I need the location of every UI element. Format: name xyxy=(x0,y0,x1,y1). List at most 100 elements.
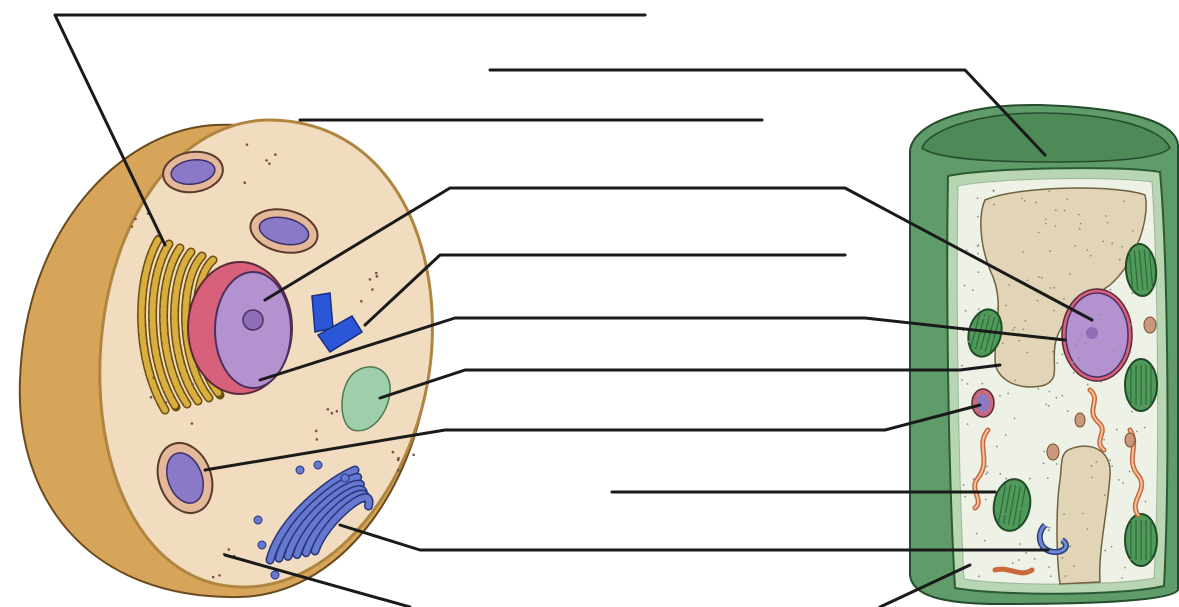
cytoplasm-dot xyxy=(1121,577,1123,579)
label-line-5 xyxy=(365,255,845,325)
golgi-vesicle xyxy=(314,461,322,469)
golgi-vesicle xyxy=(258,541,266,549)
ribosome-dot xyxy=(156,235,159,238)
cytoplasm-dot xyxy=(1143,390,1145,392)
ribosome-dot xyxy=(212,576,215,579)
ribosome-dot xyxy=(315,430,318,433)
cytoplasm-dot xyxy=(1077,339,1079,341)
cytoplasm-dot xyxy=(1053,310,1055,312)
cytoplasm-dot xyxy=(1091,465,1093,467)
cytoplasm-dot xyxy=(1086,249,1088,251)
cytoplasm-dot xyxy=(1049,527,1051,529)
cytoplasm-dot xyxy=(964,285,966,287)
cytoplasm-dot xyxy=(977,253,979,255)
cytoplasm-dot xyxy=(1073,447,1075,449)
cytoplasm-dot xyxy=(1005,305,1007,307)
ribosome-dot xyxy=(131,225,134,228)
cytoplasm-dot xyxy=(1038,276,1040,278)
cytoplasm-dot xyxy=(1050,575,1052,577)
ribosome-dot xyxy=(327,408,330,411)
cytoplasm-dot xyxy=(1144,530,1146,532)
cytoplasm-dot xyxy=(1103,439,1105,441)
ribosome-dot xyxy=(268,162,271,165)
cytoplasm-dot xyxy=(1055,397,1057,399)
cytoplasm-dot xyxy=(1131,411,1133,413)
cytoplasm-dot xyxy=(1133,459,1135,461)
ribosome-dot xyxy=(397,469,400,472)
cytoplasm-dot xyxy=(1073,565,1075,567)
cytoplasm-dot xyxy=(967,423,969,425)
cytoplasm-dot xyxy=(1014,380,1016,382)
cytoplasm-dot xyxy=(961,379,963,381)
cytoplasm-dot xyxy=(1129,351,1131,353)
cytoplasm-dot xyxy=(1119,259,1121,261)
cytoplasm-dot xyxy=(1014,327,1016,329)
cytoplasm-dot xyxy=(1023,329,1025,331)
cytoplasm-dot xyxy=(1072,361,1074,363)
cytoplasm-dot xyxy=(1104,494,1106,496)
ribosome-dot xyxy=(274,153,277,156)
cytoplasm-dot xyxy=(1048,566,1050,568)
cytoplasm-dot xyxy=(1053,287,1055,289)
cytoplasm-dot xyxy=(971,326,973,328)
cytoplasm-dot xyxy=(1019,543,1021,545)
ribosome-dot xyxy=(331,412,334,415)
ribosome-dot xyxy=(375,272,378,275)
cytoplasm-dot xyxy=(1048,191,1050,193)
cytoplasm-dot xyxy=(1034,558,1036,560)
ribosome-dot xyxy=(360,300,363,303)
ribosome-dot xyxy=(134,218,137,221)
cytoplasm-dot xyxy=(1008,284,1010,286)
cytoplasm-dot xyxy=(1123,200,1125,202)
cytoplasm-dot xyxy=(1018,340,1020,342)
cytoplasm-dot xyxy=(978,327,980,329)
cytoplasm-dot xyxy=(1079,228,1081,230)
cytoplasm-dot xyxy=(1048,405,1050,407)
cytoplasm-dot xyxy=(972,289,974,291)
cytoplasm-dot xyxy=(1018,559,1020,561)
animal-cell xyxy=(20,120,433,597)
cytoplasm-dot xyxy=(996,446,998,448)
cytoplasm-dot xyxy=(1057,362,1059,364)
cytoplasm-dot xyxy=(1130,323,1132,325)
cytoplasm-dot xyxy=(1110,289,1112,291)
cytoplasm-dot xyxy=(965,310,967,312)
ribosome-dot xyxy=(265,159,268,162)
cytoplasm-dot xyxy=(993,190,995,192)
cytoplasm-dot xyxy=(985,473,987,475)
cytoplasm-dot xyxy=(978,575,980,577)
ribosome-dot xyxy=(153,376,156,379)
cytoplasm-dot xyxy=(1138,278,1140,280)
cytoplasm-dot xyxy=(1075,343,1077,345)
cytoplasm-dot xyxy=(1114,350,1116,352)
cytoplasm-dot xyxy=(1082,513,1084,515)
cytoplasm-dot xyxy=(1045,219,1047,221)
cytoplasm-dot xyxy=(977,245,979,247)
cytoplasm-dot xyxy=(1027,279,1029,281)
cytoplasm-dot xyxy=(1064,210,1066,212)
cytoplasm-dot xyxy=(1035,202,1037,204)
cytoplasm-dot xyxy=(978,308,980,310)
cytoplasm-dot xyxy=(1049,391,1051,393)
cytoplasm-dot xyxy=(1066,198,1068,200)
ribosome-dot xyxy=(376,275,379,278)
cytoplasm-dot xyxy=(987,471,989,473)
cytoplasm-dot xyxy=(973,478,975,480)
cytoplasm-dot xyxy=(968,341,970,343)
cytoplasm-dot xyxy=(1061,354,1063,356)
cytoplasm-dot xyxy=(1041,277,1043,279)
cytoplasm-dot xyxy=(1122,482,1124,484)
ribosome-dot xyxy=(412,453,415,456)
ribosome-dot xyxy=(228,548,231,551)
cytoplasm-dot xyxy=(993,204,995,206)
cytoplasm-dot xyxy=(1061,395,1063,397)
cytoplasm-dot xyxy=(964,496,966,498)
cytoplasm-dot xyxy=(1118,479,1120,481)
cytoplasm-dot xyxy=(1107,222,1109,224)
ribosome-dot xyxy=(336,410,339,413)
cytoplasm-dot xyxy=(1111,546,1113,548)
cytoplasm-dot xyxy=(966,249,968,251)
cytoplasm-dot xyxy=(1005,434,1007,436)
cytoplasm-dot xyxy=(1130,451,1132,453)
